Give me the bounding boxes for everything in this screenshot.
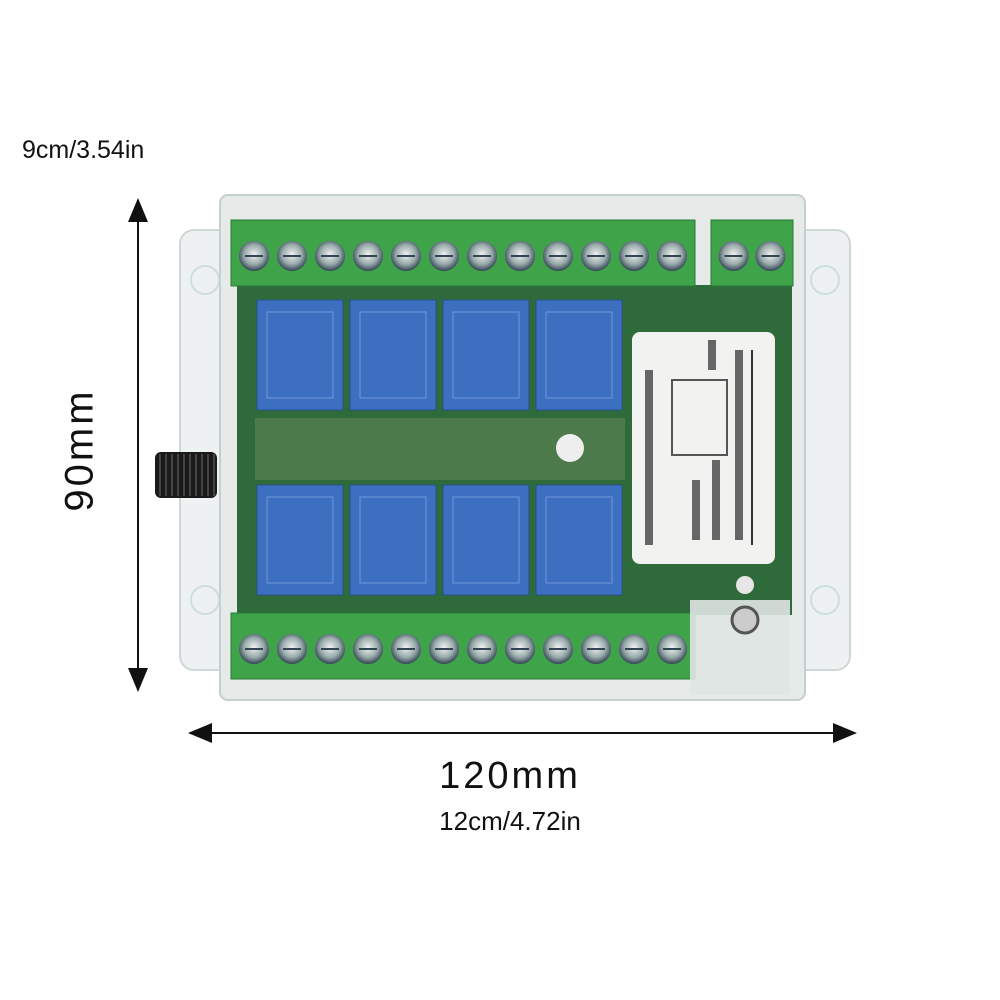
- antenna: [155, 452, 217, 498]
- width-mm-label: 120mm: [439, 755, 581, 797]
- relay: [349, 484, 437, 596]
- relay: [349, 299, 437, 411]
- height-cm-in-label: 9cm/3.54in: [22, 136, 145, 164]
- relay: [442, 299, 530, 411]
- terminal-block: [230, 612, 696, 680]
- height-mm-label: 90mm: [57, 388, 102, 512]
- relay: [535, 299, 623, 411]
- terminal-block: [710, 219, 794, 287]
- terminal-block: [230, 219, 696, 287]
- relay: [442, 484, 530, 596]
- learn-button: [730, 605, 760, 635]
- relay: [535, 484, 623, 596]
- relay: [256, 484, 344, 596]
- label-sticker: [632, 332, 775, 564]
- width-cm-in-label: 12cm/4.72in: [439, 806, 581, 836]
- relay: [256, 299, 344, 411]
